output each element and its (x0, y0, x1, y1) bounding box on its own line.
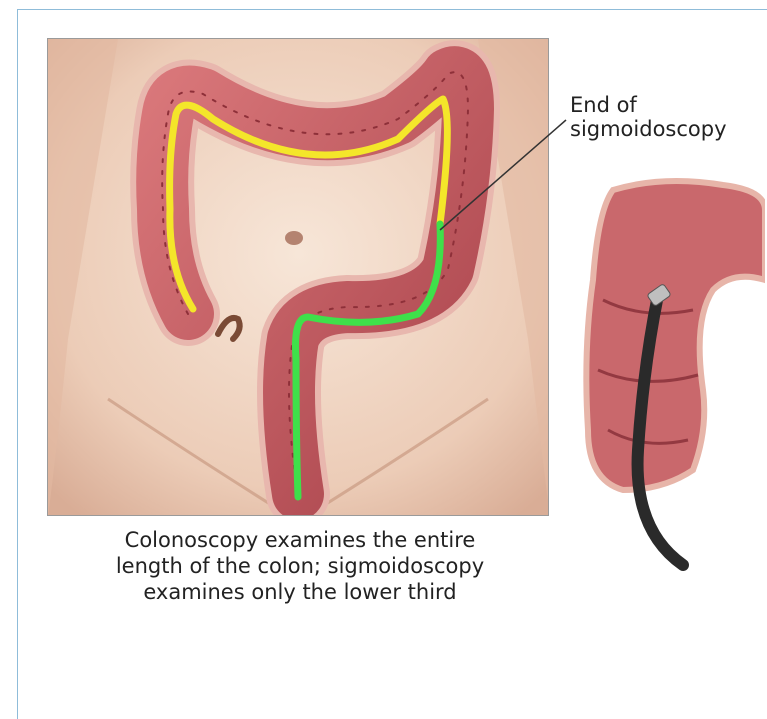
figure-caption: Colonoscopy examines the entire length o… (40, 527, 560, 605)
scope-closeup-illustration (583, 170, 765, 590)
callout-line-1: End of (570, 93, 727, 117)
caption-line-2: length of the colon; sigmoidoscopy (40, 553, 560, 579)
end-of-sigmoidoscopy-label: End of sigmoidoscopy (570, 93, 727, 141)
navel (285, 231, 303, 245)
callout-line-2: sigmoidoscopy (570, 117, 727, 141)
caption-line-1: Colonoscopy examines the entire (40, 527, 560, 553)
abdomen-svg (48, 39, 549, 516)
abdomen-illustration (47, 38, 549, 516)
caption-line-3: examines only the lower third (40, 579, 560, 605)
